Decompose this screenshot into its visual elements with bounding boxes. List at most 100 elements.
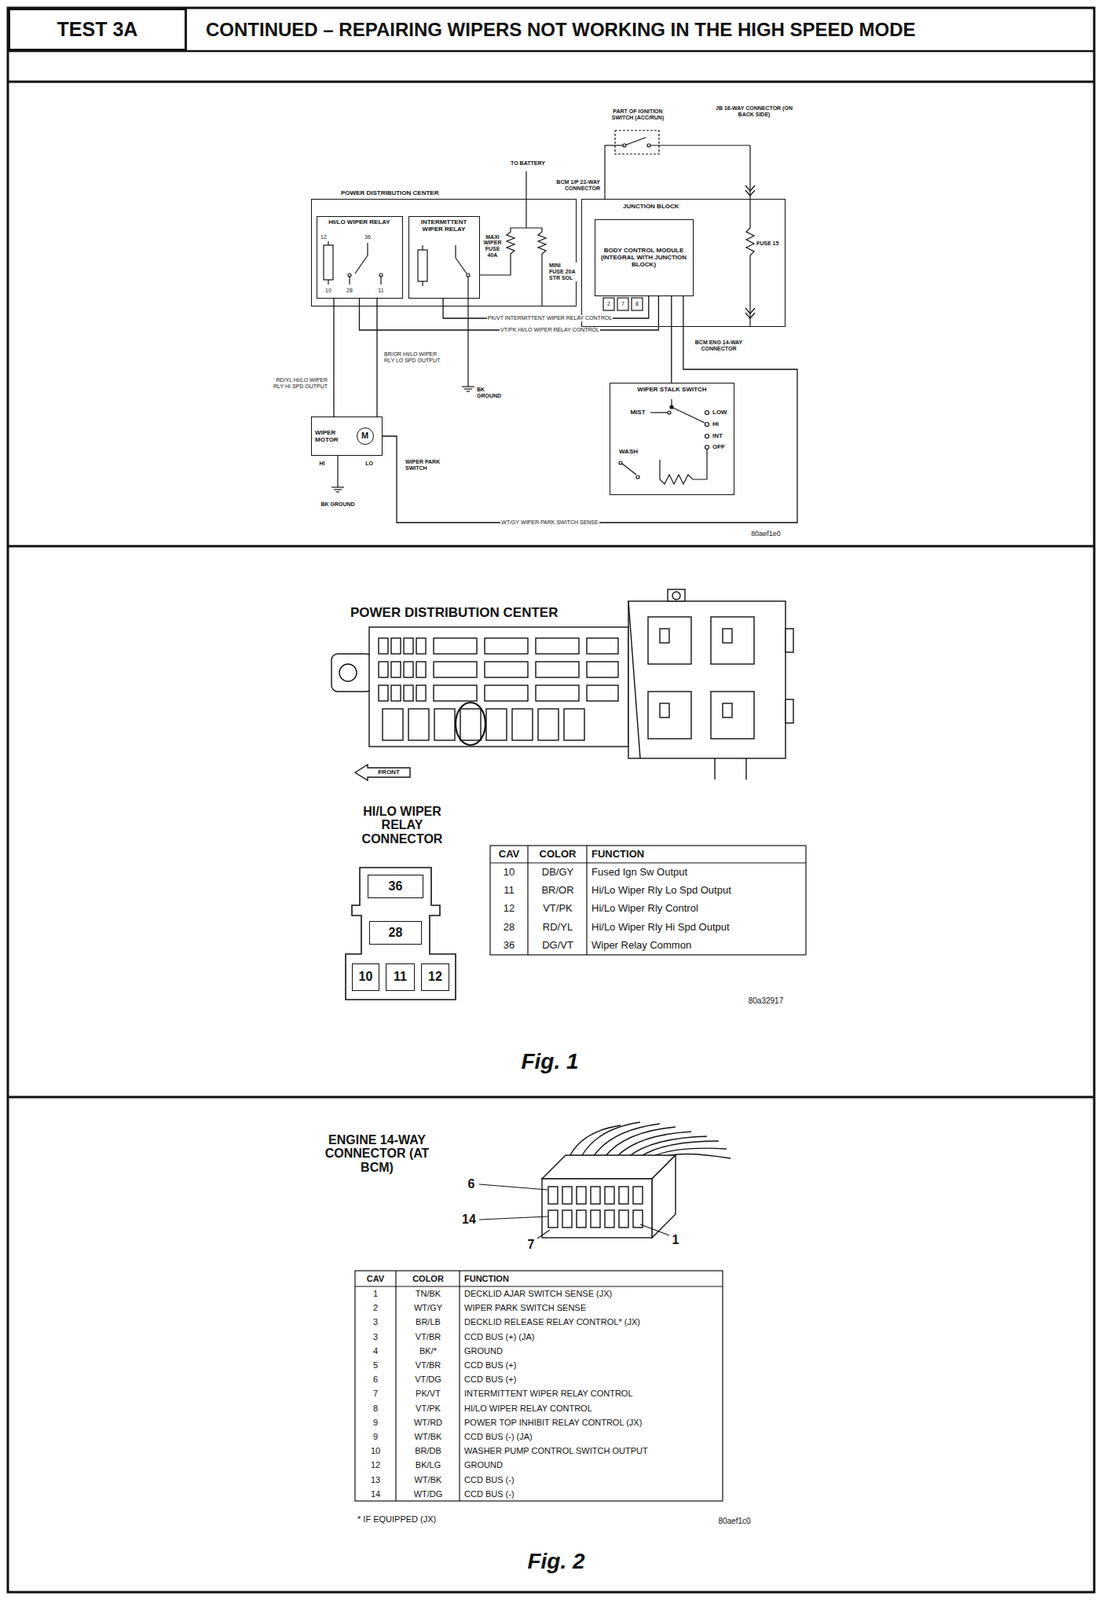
pdc-drawing — [484, 684, 528, 701]
wiper-motor: WIPER MOTORM — [311, 416, 383, 456]
box-text: TEST 3A — [57, 18, 139, 41]
table-cell: BK/* — [419, 1345, 437, 1356]
pin-number: 28 — [345, 287, 354, 294]
wiring — [745, 307, 755, 314]
table-cell: WT/BK — [414, 1474, 443, 1484]
pdc-drawing — [416, 661, 426, 678]
table-cell: Hi/Lo Wiper Rly Lo Spd Output — [591, 884, 732, 896]
cavity-box: 12 — [421, 963, 450, 991]
pdc-drawing — [391, 637, 401, 654]
wiring — [327, 241, 329, 246]
table-header: FUNCTION — [464, 1273, 510, 1283]
box-text: 12 — [428, 969, 443, 984]
pdc-drawing — [378, 684, 389, 701]
table-cell: VT/BR — [415, 1331, 441, 1341]
engine-connector-drawing — [562, 1186, 572, 1204]
table-cell: VT/BR — [415, 1359, 441, 1370]
figure-caption: Fig. 2 — [527, 1549, 585, 1574]
leader-line — [479, 1183, 548, 1190]
wiring — [659, 459, 707, 484]
pdc-drawing — [331, 653, 373, 692]
wiring — [706, 449, 707, 480]
page-frame — [7, 80, 1095, 84]
table-cell: CCD BUS (-) — [464, 1488, 515, 1498]
table-cell: TN/BK — [415, 1288, 441, 1298]
part-label: PART OF IGNITION SWITCH (ACC/RUN) — [601, 108, 674, 121]
switch-position: MIST — [629, 409, 646, 417]
pdc-drawing — [722, 628, 733, 643]
wiring — [705, 410, 710, 415]
box-text: 36 — [388, 878, 403, 894]
wiring — [417, 249, 428, 282]
wiring — [615, 130, 660, 154]
table-cell: DG/VT — [542, 939, 574, 951]
table-grid — [458, 1270, 460, 1501]
wiring — [604, 144, 625, 146]
figure-code: 80a32917 — [748, 996, 784, 1005]
wiring — [366, 242, 368, 256]
engine-connector-drawing — [618, 1186, 629, 1204]
engine-connector-drawing — [590, 1209, 601, 1227]
pin-number: 2 — [607, 300, 611, 308]
pdc-drawing — [563, 708, 585, 740]
table-cell: Hi/Lo Wiper Rly Hi Spd Output — [591, 921, 730, 933]
pin-number: 12 — [319, 234, 328, 241]
pin-number: 8 — [635, 300, 639, 308]
part-label: WIPER PARK SWITCH — [404, 458, 450, 471]
wiring — [467, 276, 469, 387]
engine-connector-drawing — [542, 1121, 731, 1238]
pin-number: 7 — [621, 300, 625, 308]
wiring — [464, 388, 473, 389]
wiring — [603, 297, 615, 311]
wiring — [538, 227, 546, 256]
pdc-drawing — [512, 708, 533, 740]
wiring — [455, 257, 467, 274]
wire-label: PK/VT INTERMITTENT WIPER RELAY CONTROL — [487, 314, 614, 322]
pin-number: 10 — [324, 287, 333, 294]
table-cell: BK/LG — [415, 1459, 441, 1469]
cavity-box: 28 — [369, 920, 422, 945]
ground-label: BK GROUND — [476, 386, 510, 399]
table-cell: DB/GY — [542, 866, 574, 878]
wire-label: TO BATTERY — [509, 160, 546, 167]
engine-connector-drawing — [618, 1209, 629, 1227]
table-cell: CCD BUS (+) — [464, 1359, 517, 1370]
table-grid — [490, 861, 806, 863]
table-cell: WT/RD — [413, 1417, 443, 1427]
wiring — [466, 273, 470, 277]
table-cell: 7 — [373, 1387, 378, 1398]
wiring — [618, 461, 623, 465]
pdc-drawing — [710, 691, 755, 739]
page-frame — [7, 7, 1095, 1592]
table-grid — [355, 1270, 723, 1501]
engine-connector-drawing — [604, 1186, 615, 1204]
engine-connector-drawing — [590, 1186, 601, 1204]
wiring — [670, 405, 674, 409]
pdc-drawing — [433, 684, 477, 701]
table-cell: CCD BUS (+) — [464, 1373, 517, 1384]
wiring — [348, 276, 350, 285]
switch-position: HI — [711, 421, 720, 429]
figure-heading: POWER DISTRIBUTION CENTER — [350, 605, 558, 621]
table-cell: WIPER PARK SWITCH SENSE — [464, 1302, 586, 1312]
wire-connector — [359, 296, 660, 331]
pin-number: 11 — [377, 287, 385, 294]
table-cell: 6 — [373, 1373, 378, 1384]
box-text: JUNCTION BLOCK — [621, 202, 682, 210]
leader-line — [537, 1229, 550, 1238]
wiring — [466, 390, 470, 392]
callout-number: 7 — [527, 1237, 535, 1252]
table-cell: 36 — [503, 939, 515, 951]
table-cell: CCD BUS (-) — [464, 1474, 515, 1484]
wiring — [479, 255, 511, 275]
wiring — [331, 486, 345, 488]
relay-connector-outline — [345, 867, 456, 1000]
switch-position: LOW — [711, 409, 729, 417]
table-cell: 8 — [373, 1402, 378, 1413]
table-cell: 5 — [373, 1359, 378, 1370]
wiring — [705, 445, 710, 450]
relay-box: HI/LO WIPER RELAY — [316, 216, 403, 299]
table-grid — [355, 1285, 723, 1286]
table-cell: Hi/Lo Wiper Rly Control — [591, 902, 699, 914]
engine-connector-drawing — [542, 1178, 652, 1238]
